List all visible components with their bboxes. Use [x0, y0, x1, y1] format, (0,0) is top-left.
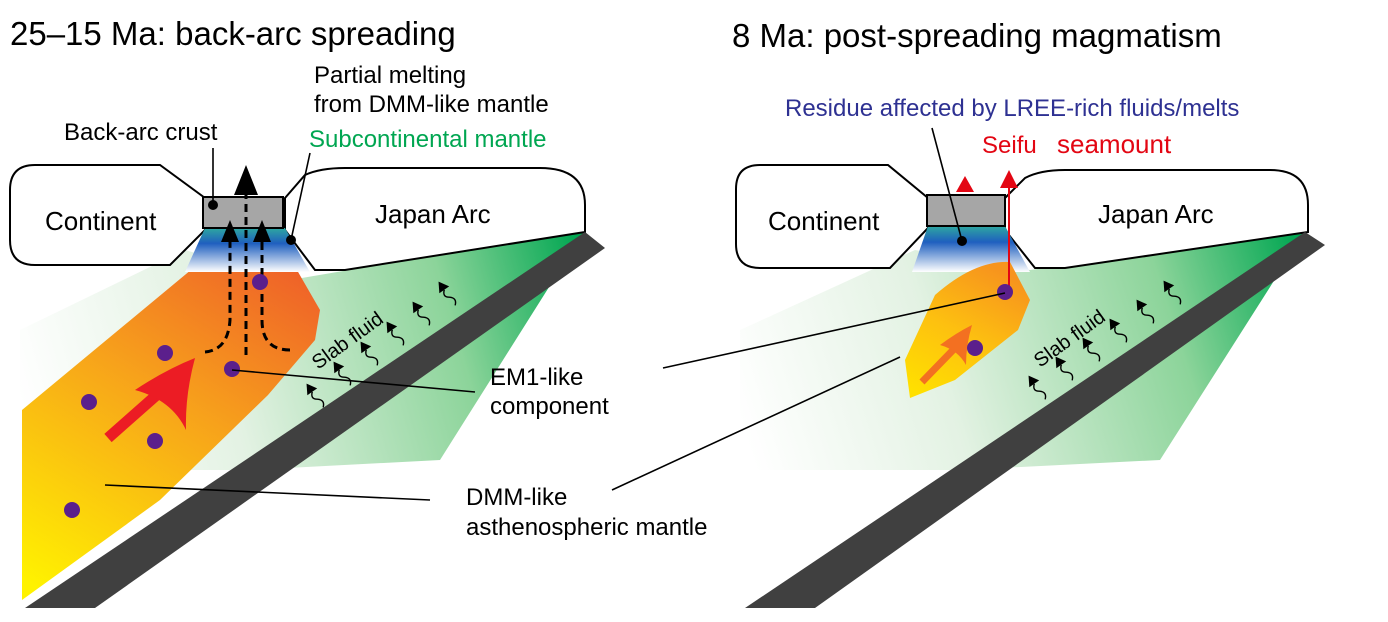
right-residue-label: Residue affected by LREE-rich fluids/mel…	[785, 95, 1239, 122]
left-panel: 25–15 Ma: back-arc spreading Continent J…	[9, 15, 605, 608]
right-seifu-label: Seifu	[982, 132, 1037, 159]
left-panel-title: 25–15 Ma: back-arc spreading	[10, 15, 456, 52]
right-slab-fluid-arrows	[1028, 280, 1182, 400]
em1-label-line2: component	[490, 393, 609, 420]
right-japan-arc	[1004, 169, 1309, 269]
em1-label-line1: EM1-like	[490, 364, 583, 391]
right-japan-arc-label: Japan Arc	[1098, 199, 1214, 229]
left-partial-melting-label-1: Partial melting	[314, 62, 466, 89]
left-crust-leader-dot	[208, 200, 218, 210]
right-mantle-wedge	[740, 232, 1305, 470]
right-residue-leader	[931, 127, 963, 242]
right-back-arc-crust	[926, 194, 1006, 227]
left-upwelling-arrow	[104, 358, 195, 443]
left-melt-arrowheads	[221, 165, 271, 242]
left-slab	[25, 232, 605, 608]
left-back-arc-crust	[202, 196, 284, 229]
left-subcontinental-leader-dot	[286, 235, 296, 245]
left-continent-label: Continent	[45, 206, 157, 236]
left-partial-melting-label-2: from DMM-like mantle	[314, 91, 549, 118]
right-seifu-arrows	[956, 170, 1018, 288]
left-back-arc-crust-label: Back-arc crust	[64, 119, 218, 146]
right-panel-title: 8 Ma: post-spreading magmatism	[732, 17, 1222, 54]
left-japan-arc-label: Japan Arc	[375, 199, 491, 229]
left-subcontinental-leader	[290, 152, 311, 241]
right-upwelling-arrow	[919, 325, 972, 385]
right-em1-dots	[967, 284, 1013, 356]
right-continent-label: Continent	[768, 206, 880, 236]
left-japan-arc	[284, 167, 586, 271]
right-continent	[735, 164, 929, 269]
left-melt-paths	[204, 190, 291, 355]
left-subcontinental-label: Subcontinental mantle	[309, 126, 547, 153]
right-residue	[912, 226, 1030, 272]
right-panel: 8 Ma: post-spreading magmatism Continent…	[732, 17, 1325, 608]
left-continent	[9, 164, 206, 266]
left-slab-fluid-arrows	[306, 281, 457, 408]
right-seamount-label: seamount	[1057, 129, 1172, 159]
right-residue-leader-dot	[957, 236, 967, 246]
shared-leaders	[104, 292, 1006, 501]
dmm-label-line2: asthenospheric mantle	[466, 514, 707, 541]
left-em1-dots	[64, 274, 268, 518]
dmm-label-line1: DMM-like	[466, 484, 567, 511]
right-slab	[745, 232, 1325, 608]
